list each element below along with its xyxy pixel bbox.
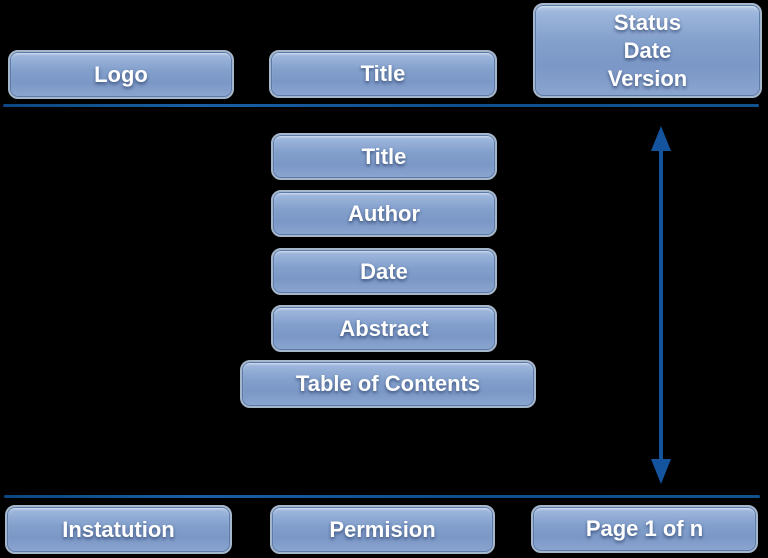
node-date: Date [271, 248, 497, 295]
node-header-title: Title [269, 50, 497, 98]
node-abstract: Abstract [271, 305, 497, 352]
node-institution: Instatution [5, 505, 232, 554]
vertical-double-arrow-icon [651, 126, 671, 484]
footer-separator-line [4, 495, 760, 498]
node-author: Author [271, 190, 497, 237]
arrow-shaft [659, 149, 663, 461]
node-page-number: Page 1 of n [531, 505, 758, 553]
node-logo: Logo [8, 50, 234, 99]
header-separator-line [3, 104, 759, 107]
arrow-up-head [651, 126, 671, 151]
node-table-of-contents: Table of Contents [240, 360, 536, 408]
node-body-title: Title [271, 133, 497, 180]
arrow-down-head [651, 459, 671, 484]
node-status-date-version: Status Date Version [533, 3, 762, 98]
node-permission: Permision [270, 505, 495, 554]
